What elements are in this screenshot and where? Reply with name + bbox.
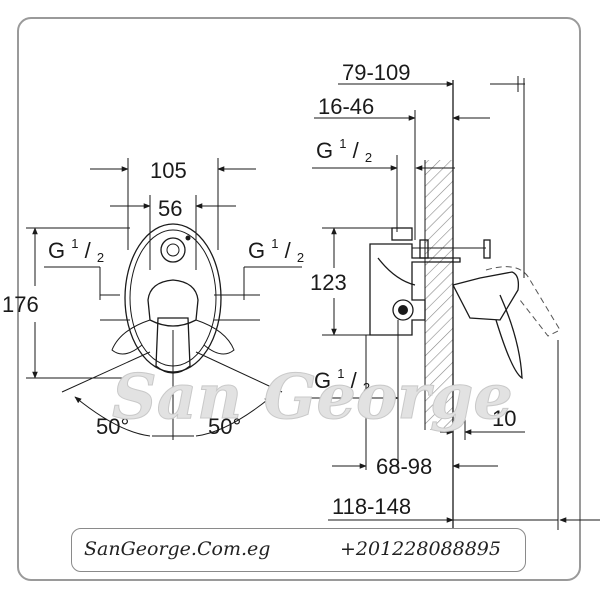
angle-arc-right [195,396,272,437]
dim-105: 105 [150,158,187,183]
lever-handle [155,317,191,374]
thread-label-top: G 1 / 2 [316,128,372,165]
dim-16-46: 16-46 [318,94,374,119]
angle-line-left [61,351,151,393]
dim-123: 123 [310,270,347,295]
diverter-knob-center [166,243,180,257]
angle-arc-left [74,396,151,437]
screw-icon [185,235,191,241]
dim-118-148: 118-148 [332,494,411,519]
front-view: 105 56 176 G 1 / 2 G 1 / 2 [2,158,304,440]
angle-line-right [195,351,283,393]
lever-side [452,271,520,321]
thread-label-right: G 1 / 2 [248,228,304,265]
angle-left: 50° [96,414,129,439]
dim-79-109: 79-109 [342,60,411,85]
valve-body [369,243,461,336]
nut [483,239,491,259]
watermark: San George [112,360,513,433]
side-view: 79-109 16-46 G 1 / 2 123 [310,60,600,530]
thread-label-left: G 1 / 2 [48,228,104,265]
dim-176: 176 [2,292,39,317]
lever-swing-right [195,319,235,355]
drawing-frame [17,17,581,581]
internal-channel [377,257,416,286]
dim-68-98: 68-98 [376,454,432,479]
bottom-outlet [392,299,414,321]
bottom-outlet-center [398,305,408,315]
dim-56: 56 [158,196,182,221]
nut [419,239,429,259]
lever-swing-left [111,319,151,355]
phone-text: +201228088895 [340,538,501,560]
top-outlet [391,227,413,241]
mixer-body [147,279,199,327]
angle-right: 50° [208,414,241,439]
wall-section [425,160,453,430]
handle-side [495,294,523,380]
dim-10: 10 [492,406,516,431]
contact-footer: SanGeorge.Com.eg +201228088895 [71,528,526,572]
diverter-knob [160,237,186,263]
website-text: SanGeorge.Com.eg [84,538,271,560]
